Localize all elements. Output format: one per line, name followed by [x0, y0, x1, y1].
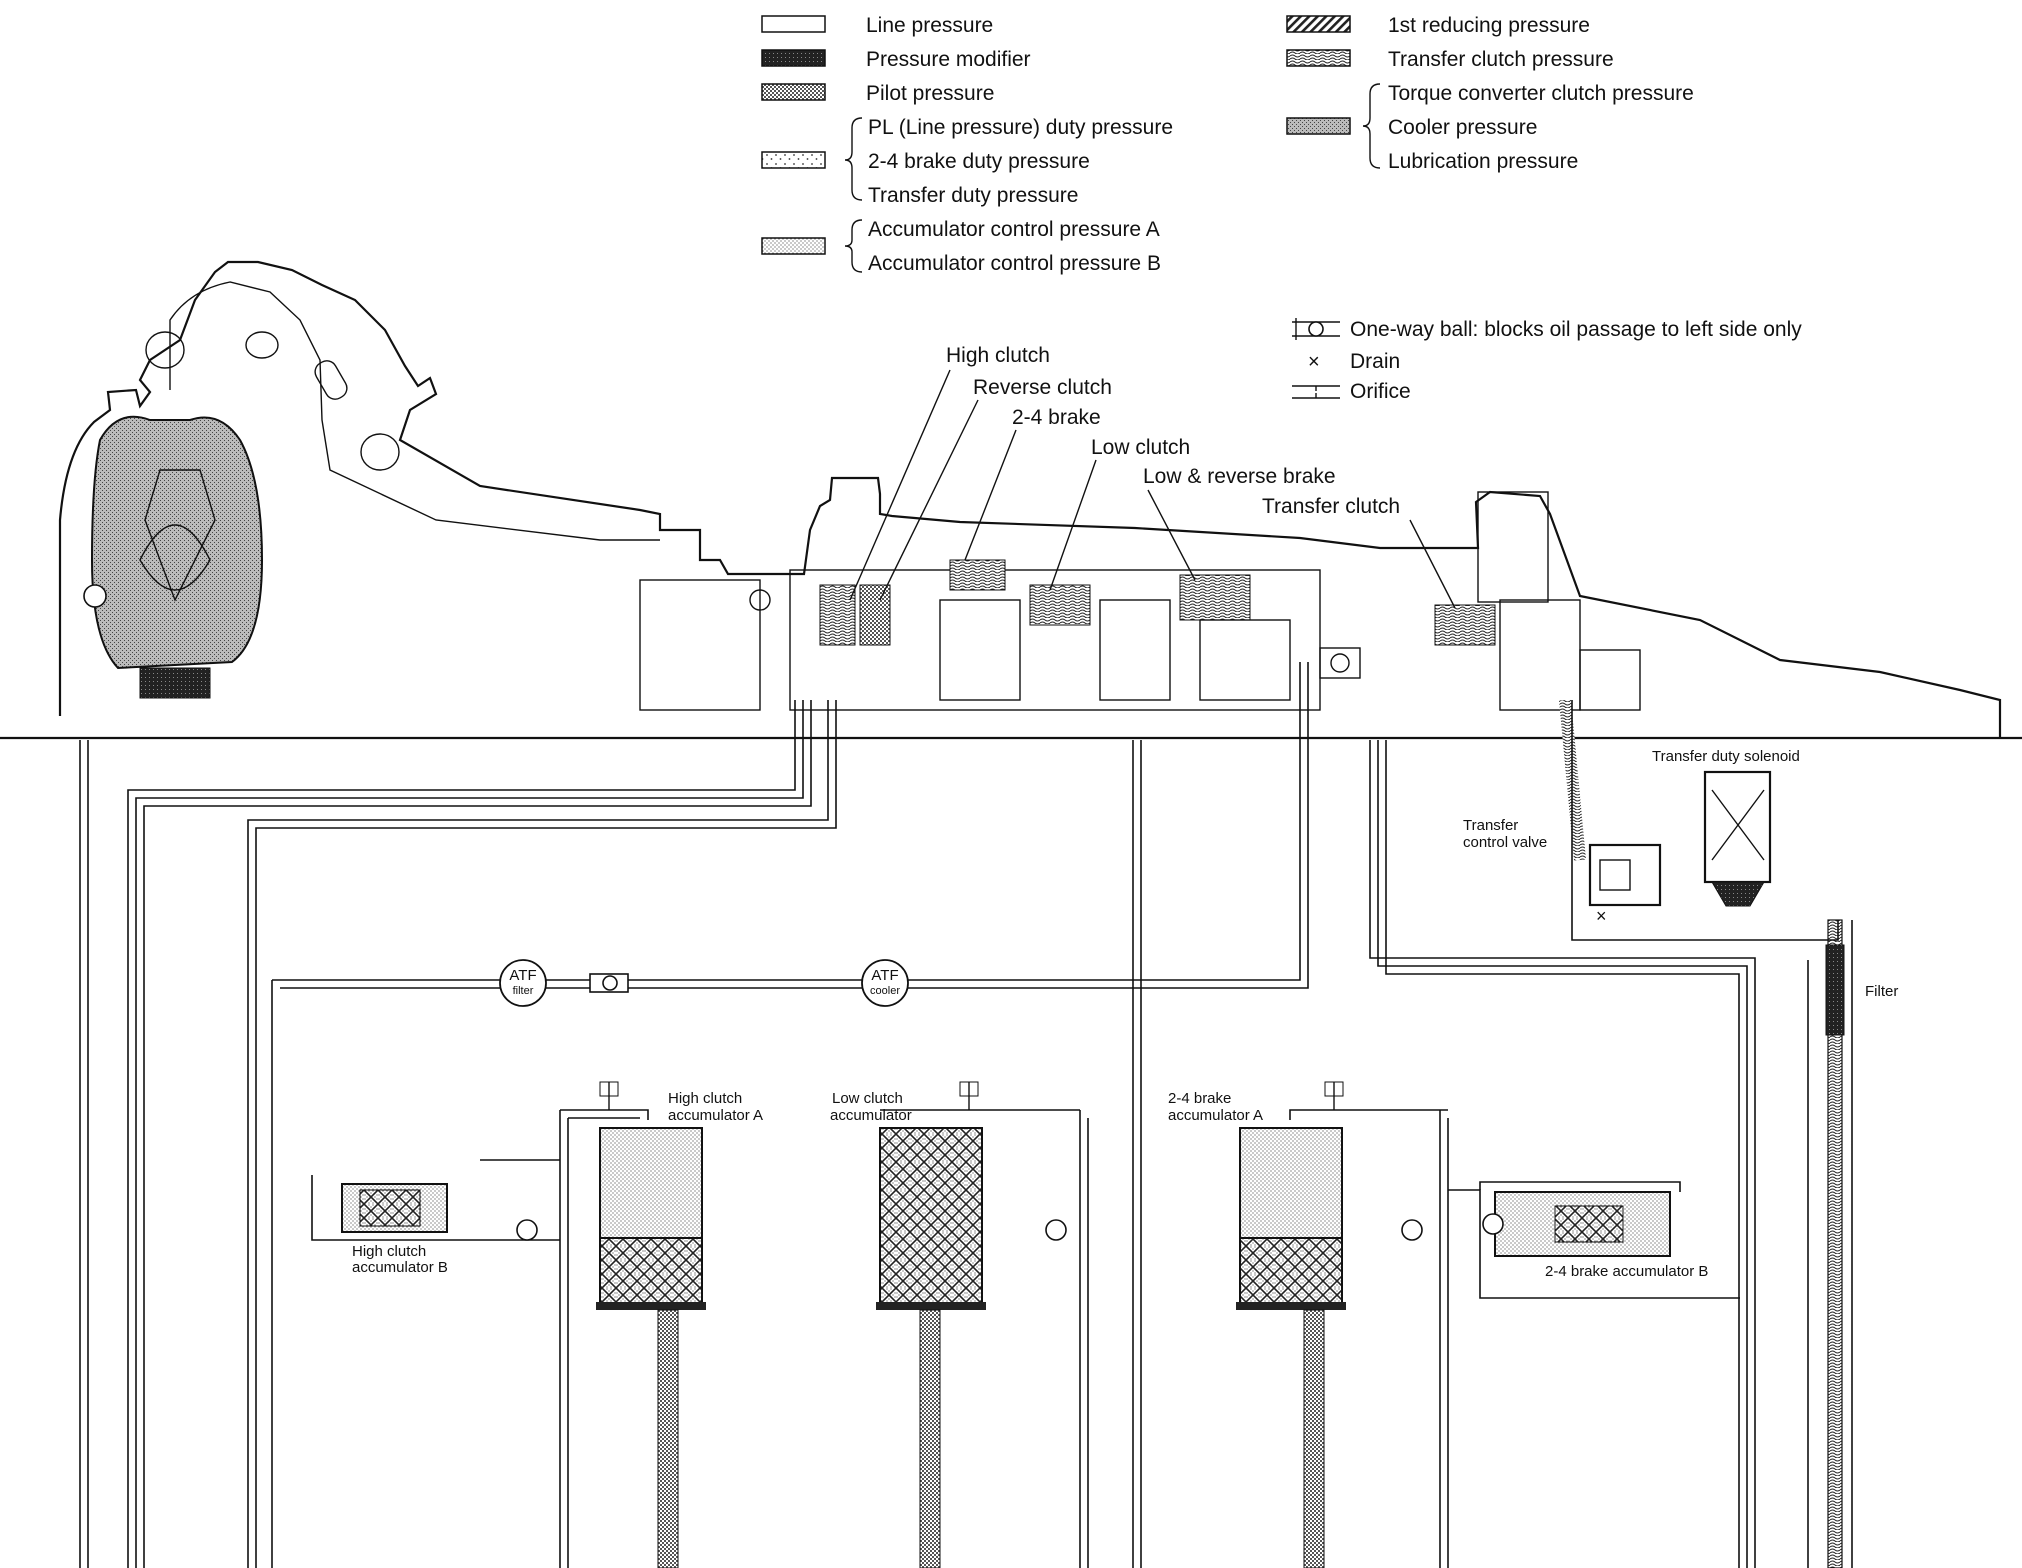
label-24-brake-acc-a-1: 2-4 brake [1168, 1090, 1231, 1107]
callout-high-clutch: High clutch [946, 344, 1050, 367]
label-24-brake-acc-a-2: accumulator A [1168, 1107, 1263, 1124]
atf-filter-label-2: filter [513, 985, 534, 997]
legend-brace-accumulator [844, 219, 863, 273]
symbol-label-one-way-ball: One-way ball: blocks oil passage to left… [1350, 318, 1802, 341]
one-way-ball-atf [589, 973, 629, 993]
legend-swatch-1st-reducing [1286, 15, 1351, 33]
high-clutch-accumulator-a: High clutch accumulator A [559, 1081, 763, 1568]
atf-filter: ATF filter [499, 959, 547, 1007]
one-way-ball-icon [1292, 318, 1340, 340]
legend-swatch-cooler-pressure [1286, 117, 1351, 135]
legend-label-1st-reducing: 1st reducing pressure [1388, 14, 1590, 37]
callout-low-clutch: Low clutch [1091, 436, 1190, 459]
transfer-control-valve: Transfer control valve × [1463, 817, 1662, 926]
legend-label-torque-converter: Torque converter clutch pressure [1388, 82, 1694, 105]
symbol-label-orifice: Orifice [1350, 380, 1411, 403]
high-clutch-accumulator-b: High clutch accumulator B [311, 1159, 560, 1276]
label-high-clutch-acc-a-1: High clutch [668, 1090, 742, 1107]
transfer-clutch-area [1434, 491, 1641, 711]
drain-icon: × [1308, 351, 1320, 373]
clutch-pack-region [639, 559, 1361, 711]
orifice-icon [1292, 385, 1340, 399]
brake-24-accumulator-b: 2-4 brake accumulator B [1401, 1181, 1740, 1299]
legend-brace-converter [1362, 83, 1381, 169]
transfer-duty-solenoid: Transfer duty solenoid [1652, 748, 1800, 907]
housing-boss-left [145, 331, 185, 369]
legend-label-cooler: Cooler pressure [1388, 116, 1537, 139]
atf-cooler-label-1: ATF [871, 967, 898, 984]
legend-label-lubrication: Lubrication pressure [1388, 150, 1578, 173]
legend-label-line-pressure: Line pressure [866, 14, 993, 37]
legend-brace-duty [844, 117, 863, 201]
legend-swatch-duty-pressure [761, 151, 826, 169]
inline-filter: Filter [1825, 944, 1898, 1036]
brake-24-accumulator-a: 2-4 brake accumulator A [1168, 1081, 1449, 1568]
legend-swatch-pressure-modifier [761, 49, 826, 67]
symbol-key: One-way ball: blocks oil passage to left… [1292, 318, 1802, 403]
legend-label-24-brake-duty: 2-4 brake duty pressure [868, 150, 1090, 173]
callout-low-reverse-brake: Low & reverse brake [1143, 465, 1336, 488]
callout-24-brake: 2-4 brake [1012, 406, 1101, 429]
label-transfer-control-valve-2: control valve [1463, 834, 1547, 851]
callout-reverse-clutch: Reverse clutch [973, 376, 1112, 399]
legend-swatch-line-pressure [761, 15, 826, 33]
legend-swatch-transfer-clutch [1286, 49, 1351, 67]
label-high-clutch-acc-b-2: accumulator B [352, 1259, 448, 1276]
legend-label-transfer-duty: Transfer duty pressure [868, 184, 1078, 207]
torque-converter [83, 415, 264, 699]
legend-swatch-accumulator-pressure [761, 237, 826, 255]
label-24-brake-acc-b: 2-4 brake accumulator B [1545, 1263, 1708, 1280]
atf-filter-label-1: ATF [509, 967, 536, 984]
label-low-clutch-acc-2: accumulator [830, 1107, 912, 1124]
label-high-clutch-acc-a-2: accumulator A [668, 1107, 763, 1124]
label-transfer-control-valve-1: Transfer [1463, 817, 1518, 834]
legend-swatch-pilot-pressure [761, 83, 826, 101]
callout-leaders [849, 369, 1456, 609]
housing-slot [314, 360, 348, 400]
atf-cooler: ATF cooler [861, 959, 909, 1007]
legend-label-accumulator-a: Accumulator control pressure A [868, 218, 1160, 241]
transmission-housing [58, 260, 2002, 738]
legend-label-accumulator-b: Accumulator control pressure B [868, 252, 1161, 275]
atf-cooler-label-2: cooler [870, 985, 900, 997]
drain-icon: × [1596, 906, 1607, 926]
label-high-clutch-acc-b-1: High clutch [352, 1243, 426, 1260]
label-filter: Filter [1865, 983, 1898, 1000]
symbol-label-drain: Drain [1350, 350, 1400, 373]
hydraulic-lines [79, 662, 1853, 1568]
label-transfer-duty-solenoid: Transfer duty solenoid [1652, 748, 1800, 765]
legend-label-transfer-clutch: Transfer clutch pressure [1388, 48, 1614, 71]
low-clutch-accumulator: Low clutch accumulator [830, 1081, 1089, 1568]
housing-boss-lower [360, 433, 400, 471]
transmission-cross-section: High clutch Reverse clutch 2-4 brake Low… [0, 260, 2022, 740]
legend-label-pilot-pressure: Pilot pressure [866, 82, 994, 105]
legend: Line pressure Pressure modifier Pilot pr… [761, 14, 1694, 275]
callout-transfer-clutch: Transfer clutch [1262, 495, 1400, 518]
legend-label-pl-duty: PL (Line pressure) duty pressure [868, 116, 1173, 139]
housing-boss-upper [245, 331, 279, 359]
bell-housing-inner [169, 281, 660, 541]
legend-label-pressure-modifier: Pressure modifier [866, 48, 1031, 71]
label-low-clutch-acc-1: Low clutch [832, 1090, 903, 1107]
